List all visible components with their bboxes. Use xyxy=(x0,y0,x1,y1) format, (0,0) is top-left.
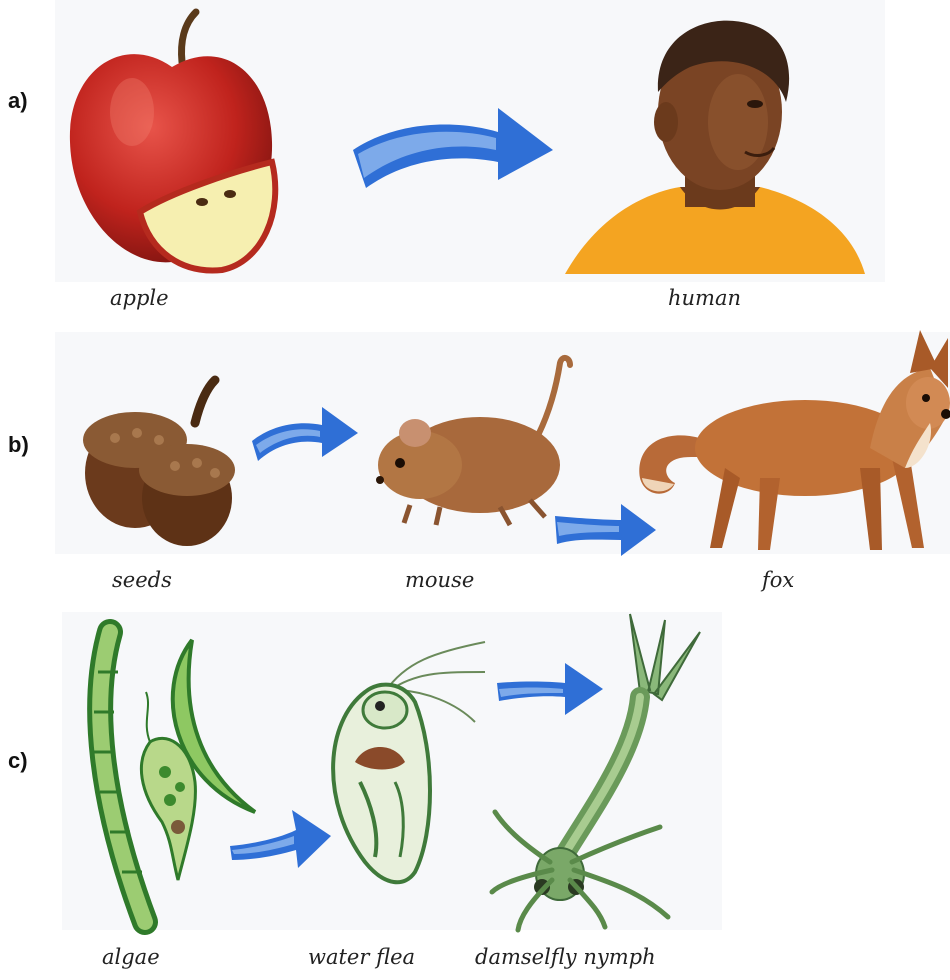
caption-water-flea: water flea xyxy=(308,945,415,969)
row-label-a: a) xyxy=(8,88,28,114)
caption-human: human xyxy=(668,286,741,310)
caption-fox: fox xyxy=(762,568,794,592)
row-label-b: b) xyxy=(8,432,29,458)
caption-apple: apple xyxy=(110,286,169,310)
row-label-c: c) xyxy=(8,748,28,774)
apple-icon xyxy=(62,12,282,274)
water-flea-icon xyxy=(325,632,490,894)
caption-damselfly-nymph: damselfly nymph xyxy=(475,945,656,969)
caption-seeds: seeds xyxy=(112,568,172,592)
human-icon xyxy=(560,12,870,280)
fox-icon xyxy=(630,328,950,554)
arrow-icon xyxy=(228,798,333,873)
damselfly-nymph-icon xyxy=(490,612,720,930)
seeds-icon xyxy=(75,378,245,548)
caption-mouse: mouse xyxy=(405,568,474,592)
arrow-icon xyxy=(348,80,558,190)
algae-icon xyxy=(80,622,265,927)
arrow-icon xyxy=(250,395,360,467)
caption-algae: algae xyxy=(102,945,160,969)
